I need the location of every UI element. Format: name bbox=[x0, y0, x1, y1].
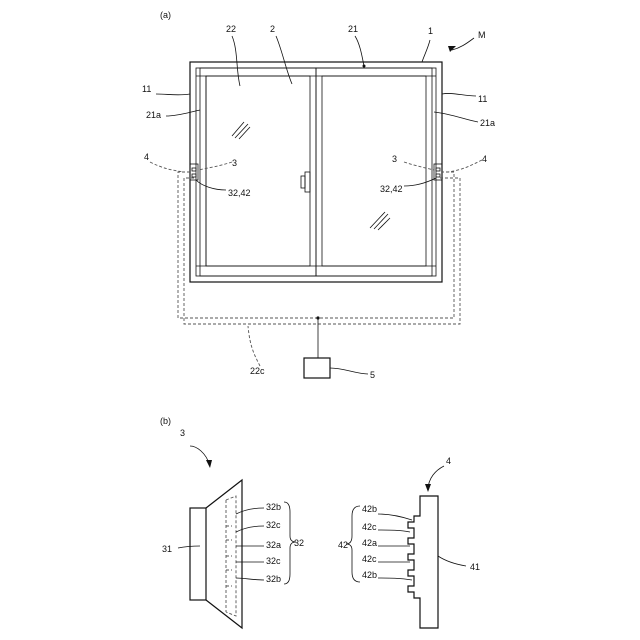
arrow-head-3 bbox=[206, 460, 212, 468]
label-32-42-right: 32,42 bbox=[380, 184, 403, 194]
leader-3 bbox=[190, 446, 210, 466]
label-3-left: 3 bbox=[232, 158, 237, 168]
label-4-left: 4 bbox=[144, 152, 149, 162]
label-32a: 32a bbox=[266, 540, 281, 550]
label-32-42-left: 32,42 bbox=[228, 188, 251, 198]
label-21a-left: 21a bbox=[146, 110, 161, 120]
label-42c-top: 42c bbox=[362, 522, 377, 532]
fig-a-label: (a) bbox=[160, 10, 171, 20]
glass-reflection-left bbox=[232, 122, 250, 139]
label-42b-top: 42b bbox=[362, 504, 377, 514]
label-11-left: 11 bbox=[142, 84, 151, 94]
wiring-22c bbox=[178, 172, 460, 358]
label-2: 2 bbox=[270, 24, 275, 34]
label-5: 5 bbox=[370, 370, 375, 380]
arrow-head-4 bbox=[425, 484, 431, 492]
label-1: 1 bbox=[428, 26, 433, 36]
leaders-42 bbox=[346, 506, 412, 582]
sash-right bbox=[316, 68, 432, 276]
fig-b-label: (b) bbox=[160, 416, 171, 426]
label-42: 42 bbox=[338, 540, 348, 550]
label-32b-top: 32b bbox=[266, 502, 281, 512]
leader-41 bbox=[438, 556, 466, 566]
label-32c-bot: 32c bbox=[266, 556, 281, 566]
leader-31 bbox=[178, 546, 200, 548]
label-21: 21 bbox=[348, 24, 358, 34]
controller-5 bbox=[304, 358, 330, 378]
label-11-right: 11 bbox=[478, 94, 487, 104]
label-4-right: 4 bbox=[482, 154, 487, 164]
leader-4 bbox=[428, 466, 444, 490]
label-3-b: 3 bbox=[180, 428, 185, 438]
label-31: 31 bbox=[162, 544, 172, 554]
label-4-b: 4 bbox=[446, 456, 451, 466]
magnet-3-part bbox=[190, 480, 242, 628]
label-41: 41 bbox=[470, 562, 480, 572]
label-3-right: 3 bbox=[392, 154, 397, 164]
label-21a-right: 21a bbox=[480, 118, 495, 128]
label-32c-top: 32c bbox=[266, 520, 281, 530]
dot-21 bbox=[363, 65, 366, 68]
label-42c-bot: 42c bbox=[362, 554, 377, 564]
label-42b-bot: 42b bbox=[362, 570, 377, 580]
label-22: 22 bbox=[226, 24, 236, 34]
label-42a: 42a bbox=[362, 538, 377, 548]
label-32: 32 bbox=[294, 538, 304, 548]
glass-reflection-right bbox=[370, 212, 390, 230]
label-32b-bot: 32b bbox=[266, 574, 281, 584]
label-22c: 22c bbox=[250, 366, 265, 376]
handle bbox=[301, 172, 310, 192]
sash-left bbox=[200, 68, 316, 276]
label-M: M bbox=[478, 30, 486, 40]
magnet-4-part bbox=[408, 496, 438, 628]
